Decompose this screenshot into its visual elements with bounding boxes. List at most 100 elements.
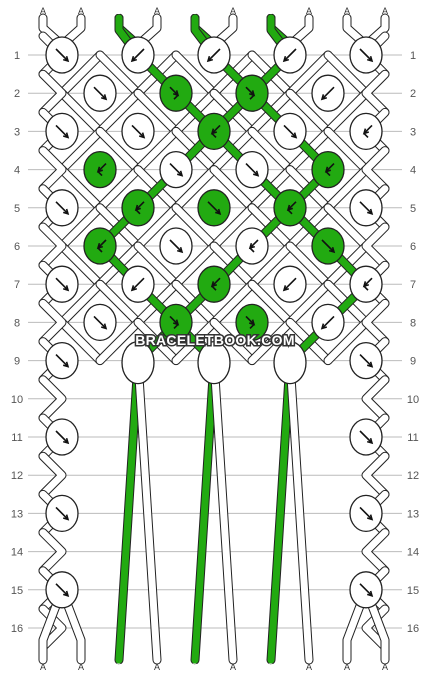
arrow-line (173, 94, 179, 100)
arrow-line (321, 86, 335, 100)
strand-label-bottom: B (192, 662, 198, 672)
knot-forward-icon (45, 571, 79, 609)
strand-lattice (58, 89, 104, 135)
strand-label-top: A (154, 6, 160, 16)
arrow-head (176, 170, 184, 177)
arrow-line (169, 86, 179, 96)
arrow-line (211, 124, 221, 134)
strand-label-top: B (192, 6, 198, 16)
arrow-head (100, 94, 108, 101)
arrow-line (173, 323, 179, 329)
strand-label-bottom: A (40, 662, 46, 672)
strand-label-bottom: B (116, 662, 122, 672)
strand-label-bottom: A (344, 662, 350, 672)
row-label-left: 14 (11, 547, 23, 559)
strand-tail-white (134, 357, 161, 664)
arrow-line (93, 86, 107, 100)
row-label-right: 2 (410, 88, 416, 100)
strand-label-top: A (344, 6, 350, 16)
knot-backward-forward-icon (349, 265, 383, 303)
arrow-head (366, 437, 374, 445)
strand-lattice (210, 280, 256, 326)
arrow-line (245, 315, 255, 325)
arrow-line (55, 506, 69, 520)
arrow-head (138, 132, 146, 139)
arrow-line (55, 430, 69, 444)
knot-nodes (45, 36, 383, 609)
strand-edge-right (362, 70, 389, 116)
arrow-line (283, 124, 297, 138)
row-label-left: 15 (11, 585, 23, 597)
knot-backward-icon (273, 36, 307, 74)
strand-label-top: A (230, 6, 236, 16)
arrow-line (131, 48, 145, 62)
knot-forward-icon (45, 112, 79, 151)
knot-backward-forward-icon (197, 112, 231, 151)
arrow-line (55, 48, 69, 62)
knot-forward-backward-icon (235, 74, 269, 112)
knot-forward-icon (45, 36, 79, 74)
knot-forward-icon (83, 74, 117, 112)
arrow-line (359, 430, 373, 444)
row-label-right: 12 (407, 470, 419, 482)
arrow-line (169, 239, 183, 253)
arrow-line (211, 132, 217, 138)
knot-backward-icon (311, 74, 345, 112)
knot-node (121, 340, 155, 385)
strand-lattice (286, 242, 332, 288)
row-label-left: 8 (14, 317, 20, 329)
knot-forward-icon (45, 341, 79, 380)
strand-edge-left (39, 376, 66, 422)
arrow-line (359, 354, 373, 368)
arrow-line (97, 171, 103, 177)
arrow-line (287, 209, 293, 215)
arrow-head (130, 285, 138, 292)
strand-edge-right (362, 223, 389, 269)
row-label-left: 11 (11, 432, 22, 444)
strand-edge-left (39, 529, 66, 575)
strand-lattice (248, 242, 294, 288)
knot-none-icon (197, 340, 231, 385)
arrow-head (290, 132, 298, 139)
arrow-line (169, 163, 183, 177)
knot-backward-icon (197, 36, 231, 74)
strand-lattice (286, 89, 332, 135)
strand-label-top: A (306, 6, 312, 16)
row-label-right: 16 (407, 623, 419, 635)
arrow-line (359, 48, 373, 62)
arrow-line (131, 124, 145, 138)
knot-backward-icon (311, 303, 345, 342)
strand-lattice (210, 204, 256, 250)
knot-backward-forward-icon (273, 189, 307, 227)
strand-lattice (172, 204, 218, 250)
strand-label-bottom: A (154, 662, 160, 672)
strand-edge-left (39, 147, 66, 193)
knot-backward-forward-icon (83, 227, 117, 265)
arrow-head (282, 285, 290, 292)
arrow-line (249, 247, 255, 253)
arrow-line (97, 239, 107, 249)
arrow-line (55, 354, 69, 368)
arrow-head (62, 132, 70, 139)
row-label-left: 9 (14, 356, 20, 368)
arrow-head (282, 55, 290, 63)
strand-lattice (134, 242, 180, 288)
arrow-line (207, 48, 221, 62)
knot-forward-icon (45, 494, 79, 533)
arrow-head (366, 514, 374, 521)
strand-label-bottom: B (268, 662, 274, 672)
arrow-line (55, 124, 69, 138)
strand-label-bottom: A (306, 662, 312, 672)
arrow-line (249, 239, 259, 249)
arrow-line (249, 94, 255, 100)
knot-forward-icon (349, 418, 383, 456)
knot-forward-icon (349, 494, 383, 533)
strand-lattice (286, 51, 332, 97)
knot-forward-icon (273, 112, 307, 151)
strand-lattice (210, 166, 256, 212)
strand-label-bottom: A (78, 662, 84, 672)
row-label-right: 14 (407, 547, 419, 559)
strand-lattice (172, 51, 218, 97)
strand-lattice (96, 166, 142, 212)
